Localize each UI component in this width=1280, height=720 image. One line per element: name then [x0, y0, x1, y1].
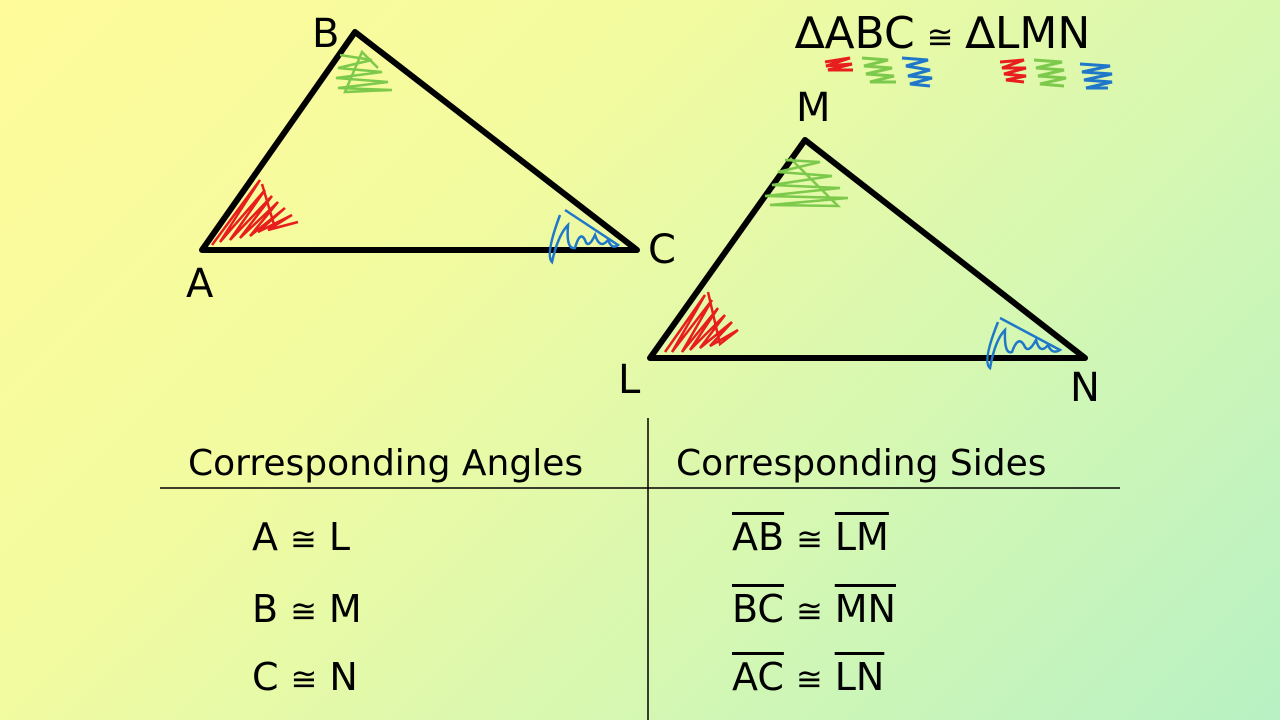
- side-row-1: AB ≅ LM: [732, 518, 889, 556]
- angle-left: B: [252, 587, 279, 631]
- vertex-label-a: A: [186, 261, 214, 307]
- vertex-label-l: L: [618, 357, 641, 403]
- angle-row-1: A ≅ L: [252, 518, 350, 556]
- angle-m-mark: [764, 157, 849, 208]
- angle-n-mark: [986, 316, 1063, 371]
- congruent-symbol: ≅: [796, 520, 823, 558]
- title-key-blue-1: [901, 56, 933, 88]
- congruent-symbol: ≅: [290, 592, 317, 630]
- angle-l-mark: [663, 291, 739, 353]
- angle-left: C: [252, 655, 279, 699]
- congruence-statement: ∆ABC≅∆LMN: [795, 12, 1090, 56]
- triangle-prefix-2: ∆: [965, 8, 995, 59]
- side-row-3: AC ≅ LN: [732, 658, 884, 696]
- side-right: MN: [834, 587, 896, 631]
- angle-a-mark: [210, 179, 299, 246]
- side-right: LN: [834, 655, 885, 699]
- title-key-blue-2: [1079, 62, 1113, 90]
- vertex-label-n: N: [1070, 365, 1100, 411]
- congruent-symbol: ≅: [290, 520, 317, 558]
- angle-left: A: [252, 515, 278, 559]
- triangle-lmn: [647, 137, 1088, 361]
- title-key-green-2: [1033, 58, 1067, 88]
- side-row-2: BC ≅ MN: [732, 590, 896, 628]
- vertex-label-b: B: [312, 11, 340, 57]
- triangle-abc: [199, 29, 640, 253]
- title-right-triangle: LMN: [994, 8, 1091, 59]
- congruent-symbol: ≅: [795, 592, 823, 630]
- side-right: LM: [834, 515, 889, 559]
- side-left: AB: [732, 515, 785, 559]
- angle-c-mark: [548, 208, 621, 265]
- title-key-red-1: [824, 56, 853, 72]
- side-left: AC: [732, 655, 784, 699]
- angle-b-mark: [335, 49, 393, 94]
- side-left: BC: [732, 587, 784, 631]
- header-corresponding-angles: Corresponding Angles: [188, 443, 584, 484]
- title-left-triangle: ABC: [824, 8, 915, 59]
- angle-right: L: [328, 515, 350, 559]
- angle-row-2: B ≅ M: [252, 590, 362, 628]
- congruent-symbol: ≅: [290, 660, 318, 698]
- angle-right: N: [329, 655, 358, 699]
- angle-row-3: C ≅ N: [252, 658, 358, 696]
- vertex-label-c: C: [648, 227, 676, 273]
- header-corresponding-sides: Corresponding Sides: [676, 443, 1047, 484]
- title-key-red-2: [999, 58, 1027, 84]
- vertex-label-m: M: [796, 85, 831, 131]
- angle-right: M: [328, 587, 362, 631]
- title-key-green-1: [861, 56, 896, 84]
- title-congruent-symbol: ≅: [926, 18, 954, 56]
- triangle-prefix-1: ∆: [795, 8, 825, 59]
- congruent-symbol: ≅: [795, 660, 823, 698]
